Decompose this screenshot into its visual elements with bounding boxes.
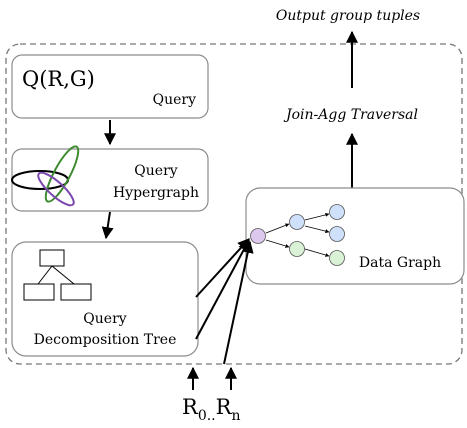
hyperedge-green-ellipse [44,145,80,203]
query-caption: Query [153,92,196,108]
input-relations-label: R0..Rn [182,395,240,424]
data-graph-edges [265,212,330,257]
data-graph-green-node [289,241,305,257]
hypergraph-to-tree-arrow [101,211,114,240]
tree-label-line1: Query [83,311,126,327]
hypergraph-label-line1: Query [134,163,177,179]
data-graph-blue-node [329,226,345,242]
data-graph-blue-node [289,214,305,230]
tree-to-data-graph-arrow [195,238,250,340]
hypergraph-label-line2: Hypergraph [113,185,199,201]
query-expression: Q(R,G) [22,67,95,91]
data-graph-green-node [329,250,345,266]
data-graph-source-node [250,228,266,244]
data-graph-box: Data Graph [245,187,465,285]
query-box: Q(R,G) Query [11,54,209,119]
tree-icon [23,249,92,301]
decomposition-tree-box: Query Decomposition Tree [11,241,199,357]
join-agg-traversal-label: Join-Agg Traversal [283,107,418,123]
data-graph-blue-node [329,204,345,220]
tree-label-line2: Decomposition Tree [34,332,177,348]
input-to-data-graph-arrow [223,240,254,365]
output-group-tuples-label: Output group tuples [276,8,420,24]
hypergraph-box: Query Hypergraph [11,145,209,212]
data-graph-caption: Data Graph [359,255,441,271]
hyperedge-purple-ellipse [37,171,75,207]
